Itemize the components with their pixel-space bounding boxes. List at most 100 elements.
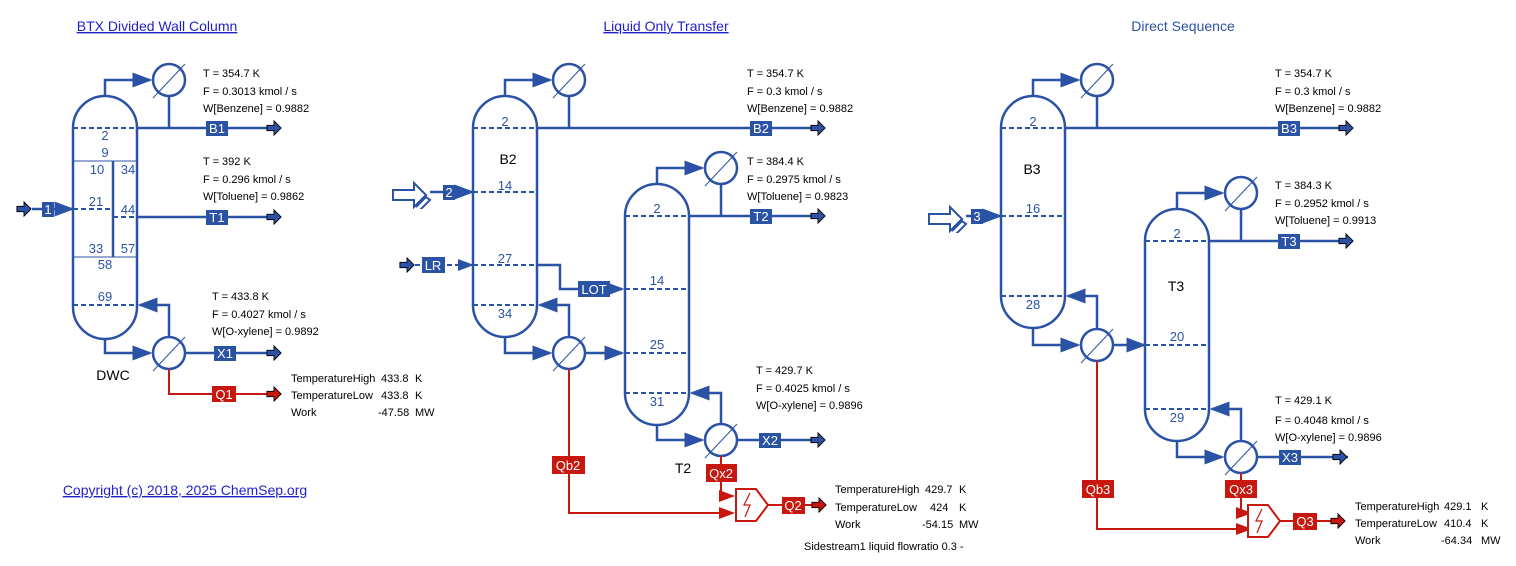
stage-label: 34 xyxy=(498,306,512,321)
product-arrow-icon xyxy=(810,432,826,448)
energy-arrow-icon xyxy=(811,497,827,513)
energy-q1-row-value: 433.8 xyxy=(381,390,409,402)
feed-tag-3[interactable] xyxy=(971,209,983,224)
energy-q1-row-unit: MW xyxy=(415,407,435,419)
sidestream-spec: Sidestream1 liquid flowratio 0.3 - xyxy=(804,541,964,553)
energy-q2-row-unit: K xyxy=(959,502,967,514)
stream-b3-temperature: T = 354.7 K xyxy=(1275,68,1333,80)
stream-b1-temperature: T = 354.7 K xyxy=(203,68,261,80)
reboiler-icon[interactable] xyxy=(703,422,739,459)
energy-tag-qx3[interactable] xyxy=(1225,480,1257,498)
energy-tag-q1[interactable] xyxy=(212,386,236,402)
column-t2[interactable] xyxy=(623,182,691,427)
condenser-icon[interactable] xyxy=(1079,62,1115,99)
energy-q1-row-unit: K xyxy=(415,390,423,402)
stream-tag-lot[interactable] xyxy=(578,281,610,297)
stream-t2-purity: W[Toluene] = 0.9823 xyxy=(747,191,848,203)
condenser-icon[interactable] xyxy=(1223,175,1259,212)
title-link-dwc[interactable]: BTX Divided Wall Column xyxy=(77,18,238,34)
stream-t2-flow: F = 0.2975 kmol / s xyxy=(747,174,841,186)
stream-b1-purity: W[Benzene] = 0.9882 xyxy=(203,103,309,115)
dwc-column[interactable] xyxy=(71,94,139,341)
stream-x2-temperature: T = 429.7 K xyxy=(756,365,814,377)
stage-label: 69 xyxy=(98,289,112,304)
stage-label: 29 xyxy=(1170,410,1184,425)
stage-label: 21 xyxy=(89,194,103,209)
product-arrow-icon xyxy=(810,208,826,224)
stream-tag-t1[interactable] xyxy=(206,210,228,225)
stream-tag-b2[interactable] xyxy=(750,121,772,136)
stream-b2-temperature: T = 354.7 K xyxy=(747,68,805,80)
stream-b2-purity: W[Benzene] = 0.9882 xyxy=(747,103,853,115)
energy-tag-qx2[interactable] xyxy=(706,464,737,482)
energy-q3-row-label: TemperatureLow xyxy=(1355,518,1437,530)
energy-q1-row-value: 433.8 xyxy=(381,373,409,385)
product-arrow-icon xyxy=(1338,233,1354,249)
copyright-link[interactable]: Copyright (c) 2018, 2025 ChemSep.org xyxy=(63,482,307,498)
energy-arrow-icon xyxy=(1330,513,1346,529)
energy-q2-row-value: 429.7 xyxy=(925,484,953,496)
stream-tag-t3[interactable] xyxy=(1278,234,1300,249)
stream-tag-t3-label: T3 xyxy=(1281,234,1296,249)
energy-tag-q1-label: Q1 xyxy=(215,387,232,402)
stage-label: 2 xyxy=(1029,114,1036,129)
stream-tag-x3[interactable] xyxy=(1279,450,1301,465)
product-arrow-icon xyxy=(1338,120,1354,136)
stage-label: 9 xyxy=(101,145,108,160)
feed-tag-1[interactable] xyxy=(42,202,54,217)
energy-q2-row-unit: K xyxy=(959,484,967,496)
energy-combiner-icon[interactable] xyxy=(1247,504,1282,538)
condenser-icon[interactable] xyxy=(151,62,187,99)
stream-tag-lr[interactable] xyxy=(422,257,445,273)
column-t3[interactable] xyxy=(1143,207,1211,443)
reboiler-icon[interactable] xyxy=(551,335,587,372)
energy-q1-row-label: TemperatureLow xyxy=(291,390,373,402)
column-name-t3: T3 xyxy=(1168,278,1185,294)
stream-t3-temperature: T = 384.3 K xyxy=(1275,180,1333,192)
energy-tag-qb2[interactable] xyxy=(552,456,585,474)
column-b2[interactable] xyxy=(471,94,539,339)
stream-x3-flow: F = 0.4048 kmol / s xyxy=(1275,415,1369,427)
stream-tag-x2[interactable] xyxy=(759,433,781,448)
reboiler-icon[interactable] xyxy=(151,335,187,372)
feed-tag-2[interactable] xyxy=(443,185,455,200)
energy-tag-q3[interactable] xyxy=(1293,513,1317,530)
stream-tag-b1[interactable] xyxy=(206,121,228,136)
stream-t1-flow: F = 0.296 kmol / s xyxy=(203,174,291,186)
reboiler-icon[interactable] xyxy=(1223,439,1259,476)
stage-label: 10 xyxy=(90,162,104,177)
stream-tag-b2-label: B2 xyxy=(753,121,769,136)
title-link-lot[interactable]: Liquid Only Transfer xyxy=(603,18,729,34)
energy-tag-q2[interactable] xyxy=(782,497,805,514)
stage-label: 28 xyxy=(1026,297,1040,312)
stream-tag-x1[interactable] xyxy=(214,346,236,361)
stage-label: 2 xyxy=(501,114,508,129)
stream-tag-t2[interactable] xyxy=(750,209,772,224)
reboiler-icon[interactable] xyxy=(1079,327,1115,364)
column-name-t2: T2 xyxy=(675,460,692,476)
energy-combiner-icon[interactable] xyxy=(735,488,770,522)
column-name-b3: B3 xyxy=(1023,161,1040,177)
stage-label: 57 xyxy=(121,241,135,256)
stream-tag-lr-label: LR xyxy=(425,258,442,273)
stream-tag-t2-label: T2 xyxy=(753,209,768,224)
stream-t1-purity: W[Toluene] = 0.9862 xyxy=(203,191,304,203)
stream-b1-flow: F = 0.3013 kmol / s xyxy=(203,86,297,98)
energy-q3-row-value: -64.34 xyxy=(1441,535,1472,547)
energy-tag-qb3[interactable] xyxy=(1082,480,1114,498)
column-b3[interactable] xyxy=(999,94,1067,330)
energy-q1-row-label: TemperatureHigh xyxy=(291,373,375,385)
energy-q1-row-label: Work xyxy=(291,407,317,419)
condenser-icon[interactable] xyxy=(703,150,739,187)
energy-q1-row-value: -47.58 xyxy=(378,407,409,419)
stage-label: 34 xyxy=(121,162,135,177)
stage-label: 2 xyxy=(101,128,108,143)
stage-label: 20 xyxy=(1170,329,1184,344)
feed-tag-2-label: 2 xyxy=(445,185,452,200)
feed-tag-1-label: 1 xyxy=(44,202,51,217)
energy-q3-row-value: 429.1 xyxy=(1444,501,1472,513)
stream-b3-purity: W[Benzene] = 0.9882 xyxy=(1275,103,1381,115)
stream-tag-b1-label: B1 xyxy=(209,121,225,136)
stream-tag-b3[interactable] xyxy=(1278,121,1300,136)
condenser-icon[interactable] xyxy=(551,62,587,99)
